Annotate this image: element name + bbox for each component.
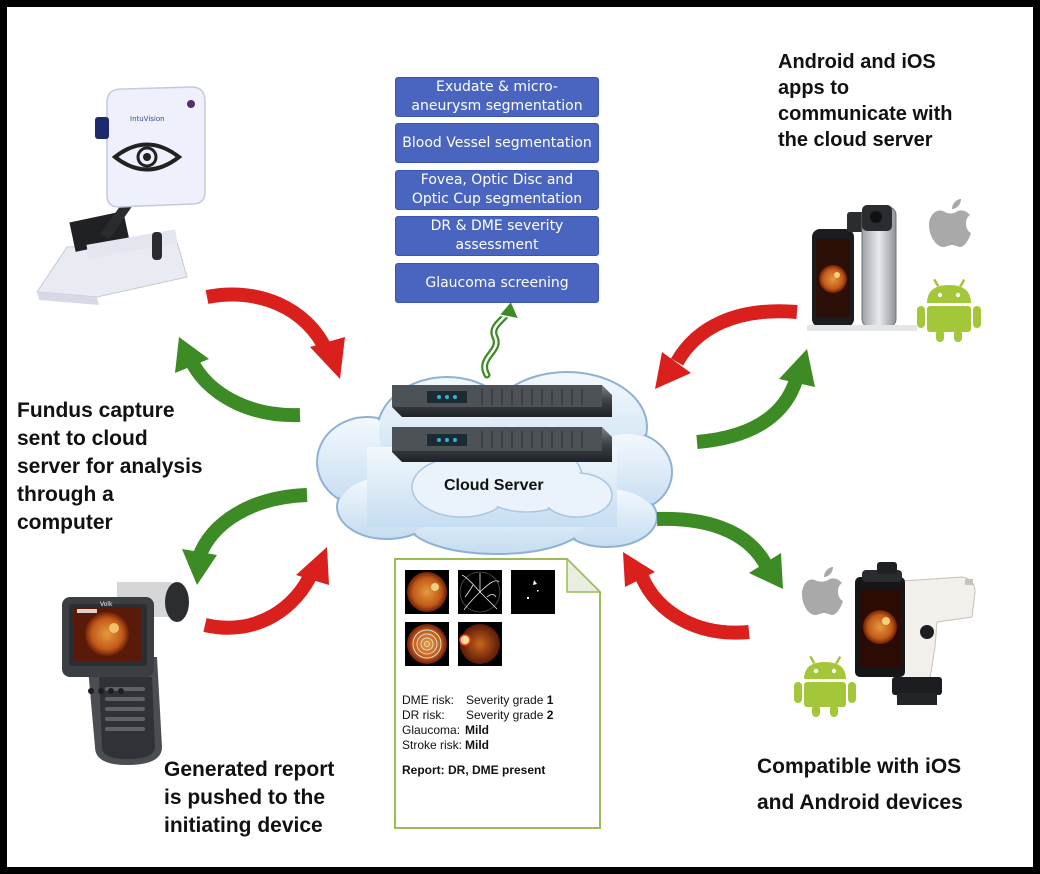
arrow-green-bottom-right bbox=[656, 511, 783, 589]
report-stroke-value: Mild bbox=[465, 738, 489, 752]
diagram-canvas: IntuVision Volk bbox=[7, 7, 1033, 867]
arrow-red-top-left bbox=[205, 287, 345, 379]
desktop-camera-brand: IntuVision bbox=[130, 115, 165, 123]
heading-apps: Android and iOS apps to communicate with… bbox=[778, 51, 953, 151]
smartphone-fundus-device-image bbox=[855, 562, 976, 705]
report-glaucoma-label: Glaucoma: bbox=[402, 723, 461, 737]
server-rack-icon bbox=[392, 385, 612, 462]
report-dme-label: DME risk: bbox=[402, 693, 454, 707]
task-exudate-segmentation: Exudate & micro-aneurysm segmentation bbox=[395, 77, 599, 117]
report-fundus-images bbox=[405, 570, 555, 666]
task-optic-segmentation: Fovea, Optic Disc and Optic Cup segmenta… bbox=[395, 170, 599, 210]
arrow-red-bottom-right bbox=[623, 552, 750, 640]
arrow-green-bottom-left bbox=[182, 488, 308, 585]
apple-logo-icon bbox=[929, 199, 971, 247]
cloud-server-label: Cloud Server bbox=[444, 477, 544, 494]
report-line-glaucoma: Glaucoma: Mild bbox=[402, 723, 553, 738]
report-dme-grade: 1 bbox=[546, 693, 554, 707]
report-stroke-label: Stroke risk: bbox=[402, 738, 463, 752]
desktop-fundus-camera-image: IntuVision bbox=[36, 86, 206, 305]
smartphone-adapters-image bbox=[807, 205, 917, 331]
report-glaucoma-value: Mild bbox=[465, 723, 489, 737]
report-dme-value: Severity grade bbox=[466, 693, 547, 707]
report-summary-text: Report: DR, DME present bbox=[402, 763, 546, 777]
handheld-camera-brand: Volk bbox=[100, 601, 113, 608]
task-severity-assessment: DR & DME severity assessment bbox=[395, 216, 599, 256]
report-line-dr: DR risk: Severity grade 2 bbox=[402, 708, 553, 723]
report-text: DME risk: Severity grade 1 DR risk: Severi… bbox=[402, 693, 553, 778]
heading-compatible-devices: Compatible with iOS and Android devices bbox=[757, 755, 963, 814]
heading-generated-report: Generated report is pushed to the initia… bbox=[164, 758, 335, 837]
report-summary: Report: DR, DME present bbox=[402, 763, 553, 778]
task-blood-vessel-segmentation: Blood Vessel segmentation bbox=[395, 123, 599, 163]
report-line-dme: DME risk: Severity grade 1 bbox=[402, 693, 553, 708]
task-glaucoma-screening: Glaucoma screening bbox=[395, 263, 599, 303]
diagram-graphics: IntuVision Volk bbox=[36, 86, 981, 829]
arrow-green-top-left bbox=[175, 337, 301, 423]
report-line-stroke: Stroke risk:Mild bbox=[402, 738, 553, 753]
report-dr-value: Severity grade bbox=[466, 708, 547, 722]
android-logo-icon-bottom bbox=[794, 655, 856, 717]
report-dr-label: DR risk: bbox=[402, 708, 445, 722]
arrow-red-bottom-left bbox=[203, 547, 329, 635]
android-logo-icon bbox=[917, 278, 981, 342]
report-dr-grade: 2 bbox=[546, 708, 554, 722]
apple-logo-icon-bottom bbox=[802, 567, 843, 615]
squiggle-up-arrow bbox=[481, 299, 521, 379]
arrow-green-top-right bbox=[696, 349, 815, 449]
arrow-red-top-right bbox=[655, 304, 798, 389]
handheld-fundus-camera-image: Volk bbox=[62, 582, 189, 765]
heading-fundus-capture: Fundus capture sent to cloud server for … bbox=[17, 399, 203, 534]
